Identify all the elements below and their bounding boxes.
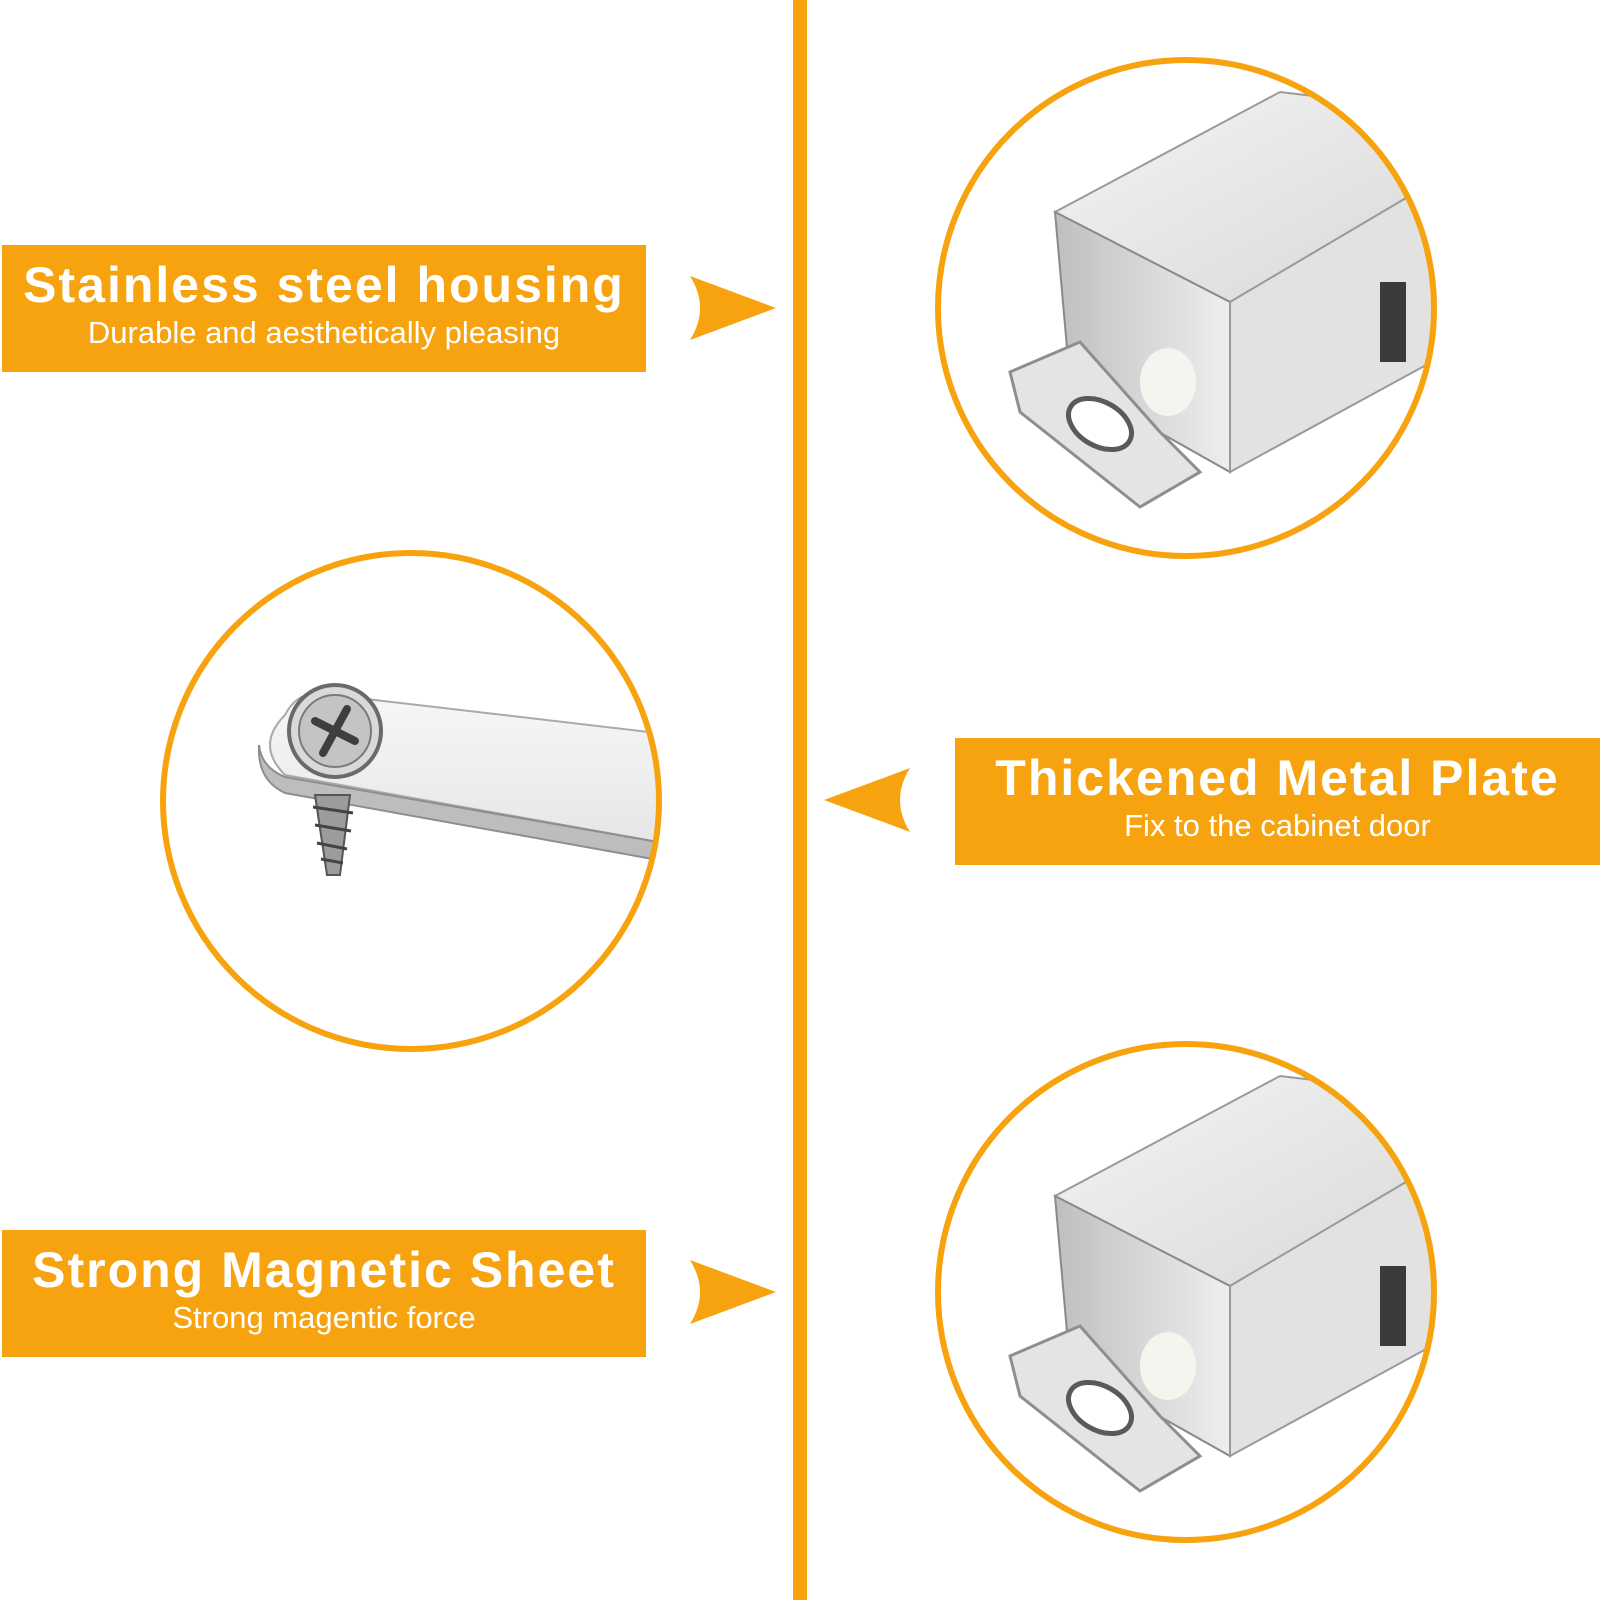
feature-title: Stainless steel housing [23,257,625,313]
feature-banner-magnet: Strong Magnetic Sheet Strong magentic fo… [2,1230,646,1357]
arrow-right-icon [690,1260,776,1324]
arrow-left-icon [824,768,910,832]
plate-closeup-image [160,550,662,1052]
feature-subtitle: Durable and aesthetically pleasing [87,315,561,350]
magnetic-catch-housing-icon [938,60,1434,556]
feature-subtitle: Strong magentic force [172,1300,476,1335]
feature-banner-plate: Thickened Metal Plate Fix to the cabinet… [955,738,1600,865]
magnet-closeup-image [935,1041,1437,1543]
metal-plate-with-screw-icon [163,553,659,1049]
feature-title: Thickened Metal Plate [995,750,1560,806]
housing-closeup-image [935,57,1437,559]
magnetic-catch-housing-icon [938,1044,1434,1540]
feature-title: Strong Magnetic Sheet [32,1242,616,1298]
arrow-right-icon [690,276,776,340]
feature-banner-housing: Stainless steel housing Durable and aest… [2,245,646,372]
feature-subtitle: Fix to the cabinet door [1124,808,1431,843]
orange-divider-line [793,0,807,1600]
